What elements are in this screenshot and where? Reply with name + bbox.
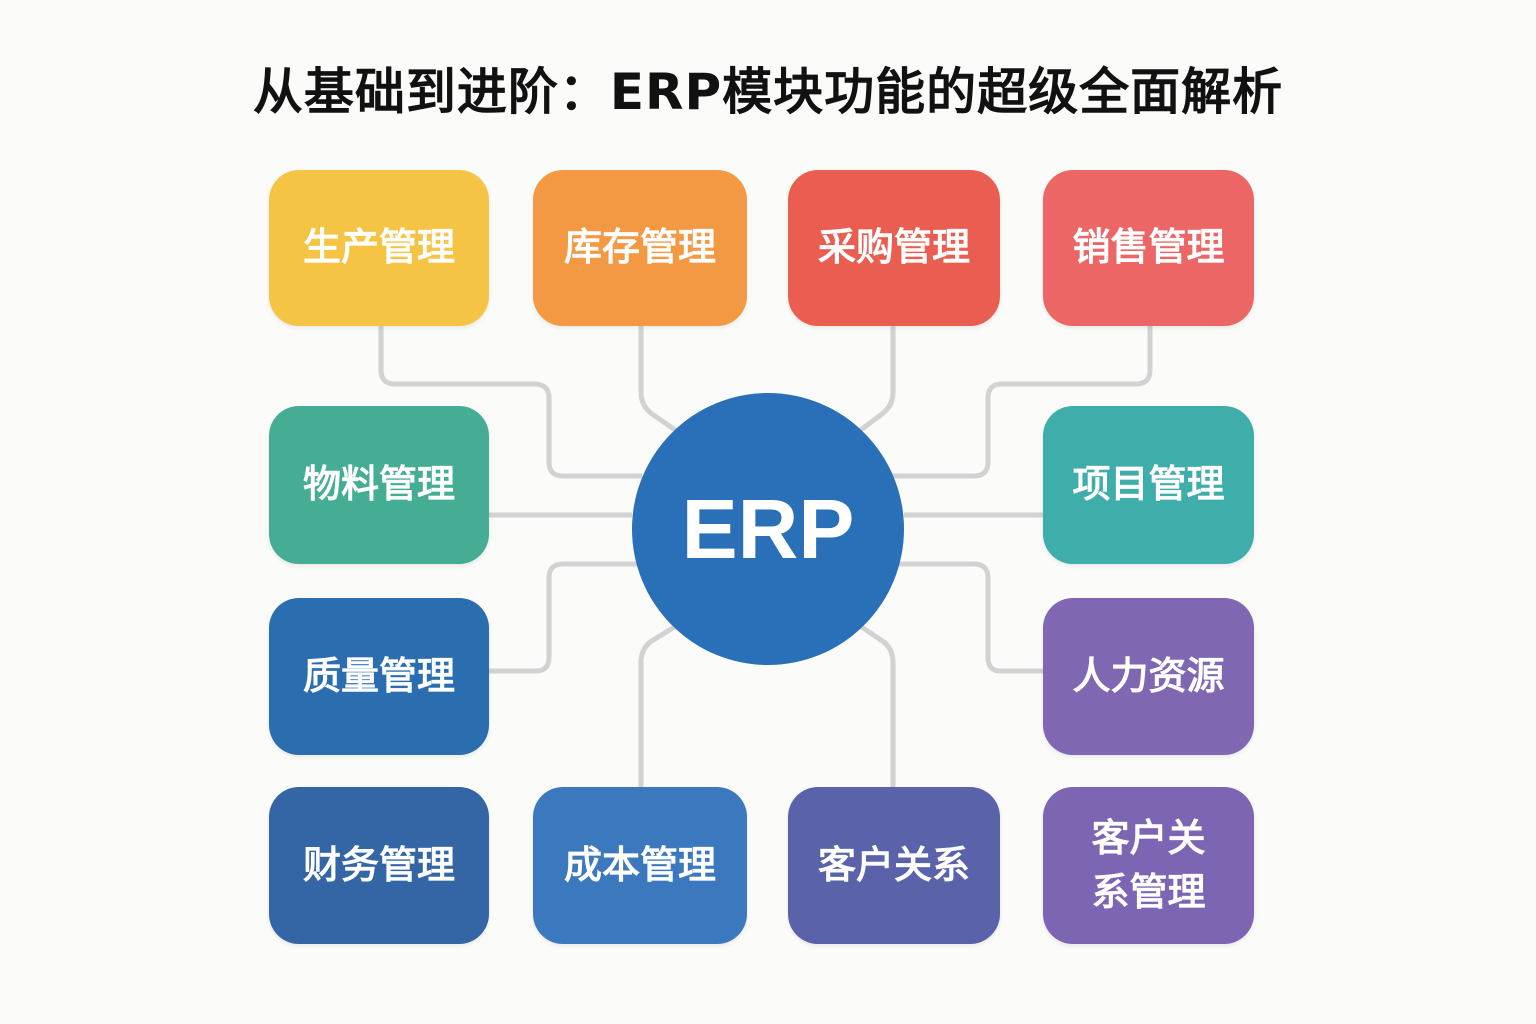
module-label: 客户关系 bbox=[817, 842, 970, 887]
connector-quality bbox=[489, 561, 640, 674]
module-material[interactable]: 物料管理 bbox=[269, 406, 489, 564]
module-label: 生产管理 bbox=[302, 225, 455, 270]
module-label: 销售管理 bbox=[1072, 225, 1225, 270]
module-label: 采购管理 bbox=[817, 225, 970, 270]
module-label: 客户关系管理 bbox=[1091, 816, 1206, 914]
module-production[interactable]: 生产管理 bbox=[269, 170, 489, 326]
module-sales[interactable]: 销售管理 bbox=[1043, 170, 1254, 326]
module-crm[interactable]: 客户关系管理 bbox=[1043, 787, 1254, 944]
module-label: 库存管理 bbox=[563, 225, 716, 270]
module-hr[interactable]: 人力资源 bbox=[1043, 598, 1254, 755]
erp-center-node[interactable]: ERP bbox=[632, 393, 904, 665]
page-title: 从基础到进阶：ERP模块功能的超级全面解析 bbox=[252, 63, 1284, 121]
module-label: 项目管理 bbox=[1072, 462, 1225, 507]
module-label: 物料管理 bbox=[302, 462, 455, 507]
module-label: 质量管理 bbox=[302, 653, 455, 698]
module-cost[interactable]: 成本管理 bbox=[533, 787, 747, 944]
connector-hr bbox=[896, 561, 1043, 674]
connector-purchasing bbox=[856, 326, 896, 434]
module-label: 人力资源 bbox=[1072, 653, 1225, 698]
connector-production bbox=[378, 326, 642, 479]
connector-sales bbox=[892, 326, 1153, 479]
module-purchasing[interactable]: 采购管理 bbox=[788, 170, 1000, 326]
connector-customer bbox=[858, 623, 896, 787]
connector-cost bbox=[638, 623, 678, 787]
module-label: 成本管理 bbox=[563, 842, 716, 887]
module-inventory[interactable]: 库存管理 bbox=[533, 170, 747, 326]
module-label: 财务管理 bbox=[302, 842, 455, 887]
module-customer[interactable]: 客户关系 bbox=[788, 787, 1000, 944]
module-finance[interactable]: 财务管理 bbox=[269, 787, 489, 944]
connector-inventory bbox=[638, 326, 680, 435]
erp-center-label: ERP bbox=[681, 481, 855, 576]
module-project[interactable]: 项目管理 bbox=[1043, 406, 1254, 564]
module-quality[interactable]: 质量管理 bbox=[269, 598, 489, 755]
